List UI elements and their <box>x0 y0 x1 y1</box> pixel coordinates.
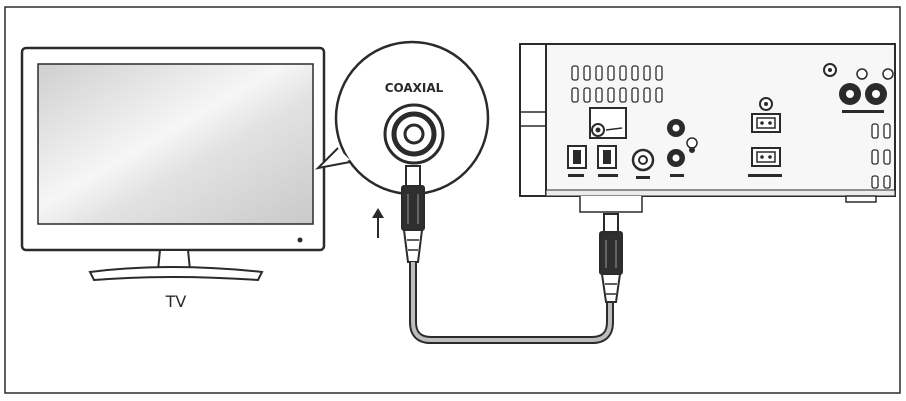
output-jacks <box>823 63 894 113</box>
tv-label: TV <box>165 292 187 311</box>
rca-plug-right <box>599 213 623 303</box>
rca-plug-left <box>401 165 425 263</box>
coaxial-jack-pin <box>403 123 425 145</box>
tv-illustration: TV <box>20 46 326 311</box>
coaxial-label: COAXIAL <box>385 81 444 95</box>
arrow-up-icon <box>372 208 384 238</box>
tv-screen <box>37 63 314 225</box>
aux-jack <box>631 148 655 179</box>
receiver-unit <box>519 43 896 213</box>
receiver-side <box>519 43 547 197</box>
coaxial-callout: COAXIAL <box>315 40 490 196</box>
digital-port <box>597 145 618 177</box>
vent-slots <box>571 65 891 189</box>
usb-port <box>567 145 587 177</box>
speaker-terminals <box>748 97 782 177</box>
audio-jacks <box>667 119 698 177</box>
tv-power-led <box>297 237 303 243</box>
receiver-foot <box>579 196 643 213</box>
coaxial-cable <box>411 262 612 342</box>
tv-stand-base <box>88 266 264 282</box>
